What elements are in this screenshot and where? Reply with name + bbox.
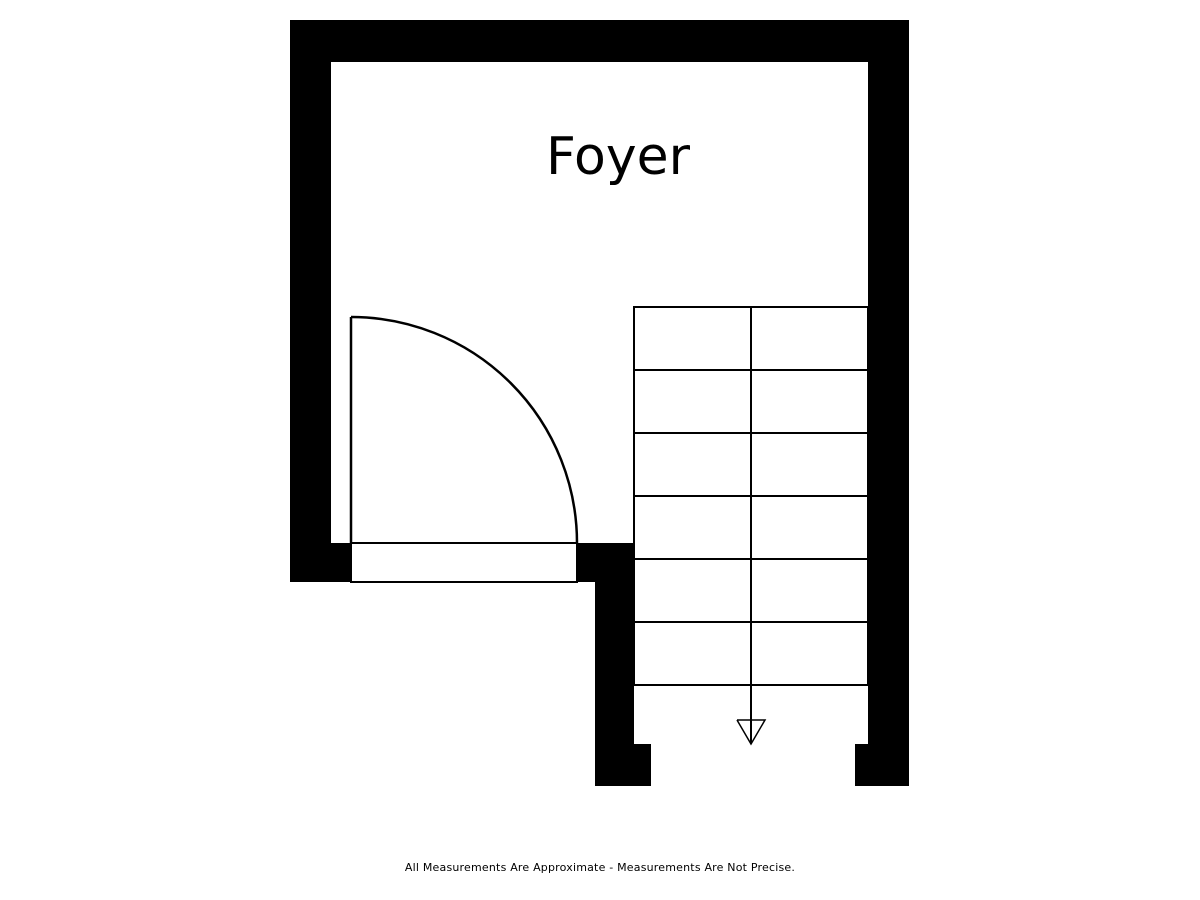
door-threshold: [350, 542, 578, 583]
disclaimer-text: All Measurements Are Approximate - Measu…: [404, 861, 796, 874]
wall-top: [290, 20, 909, 62]
wall-stair-bottom-left: [595, 744, 651, 786]
stair-direction-arrow-icon: [736, 719, 767, 746]
room-label: Foyer: [546, 127, 691, 187]
wall-bottom-left-stub: [290, 543, 351, 582]
wall-right: [868, 20, 909, 786]
wall-stair-bottom-right: [855, 744, 909, 786]
door: [349, 315, 579, 583]
staircase: [633, 306, 869, 746]
door-swing-arc: [350, 315, 579, 544]
walls: [290, 20, 909, 786]
wall-left: [290, 20, 331, 582]
